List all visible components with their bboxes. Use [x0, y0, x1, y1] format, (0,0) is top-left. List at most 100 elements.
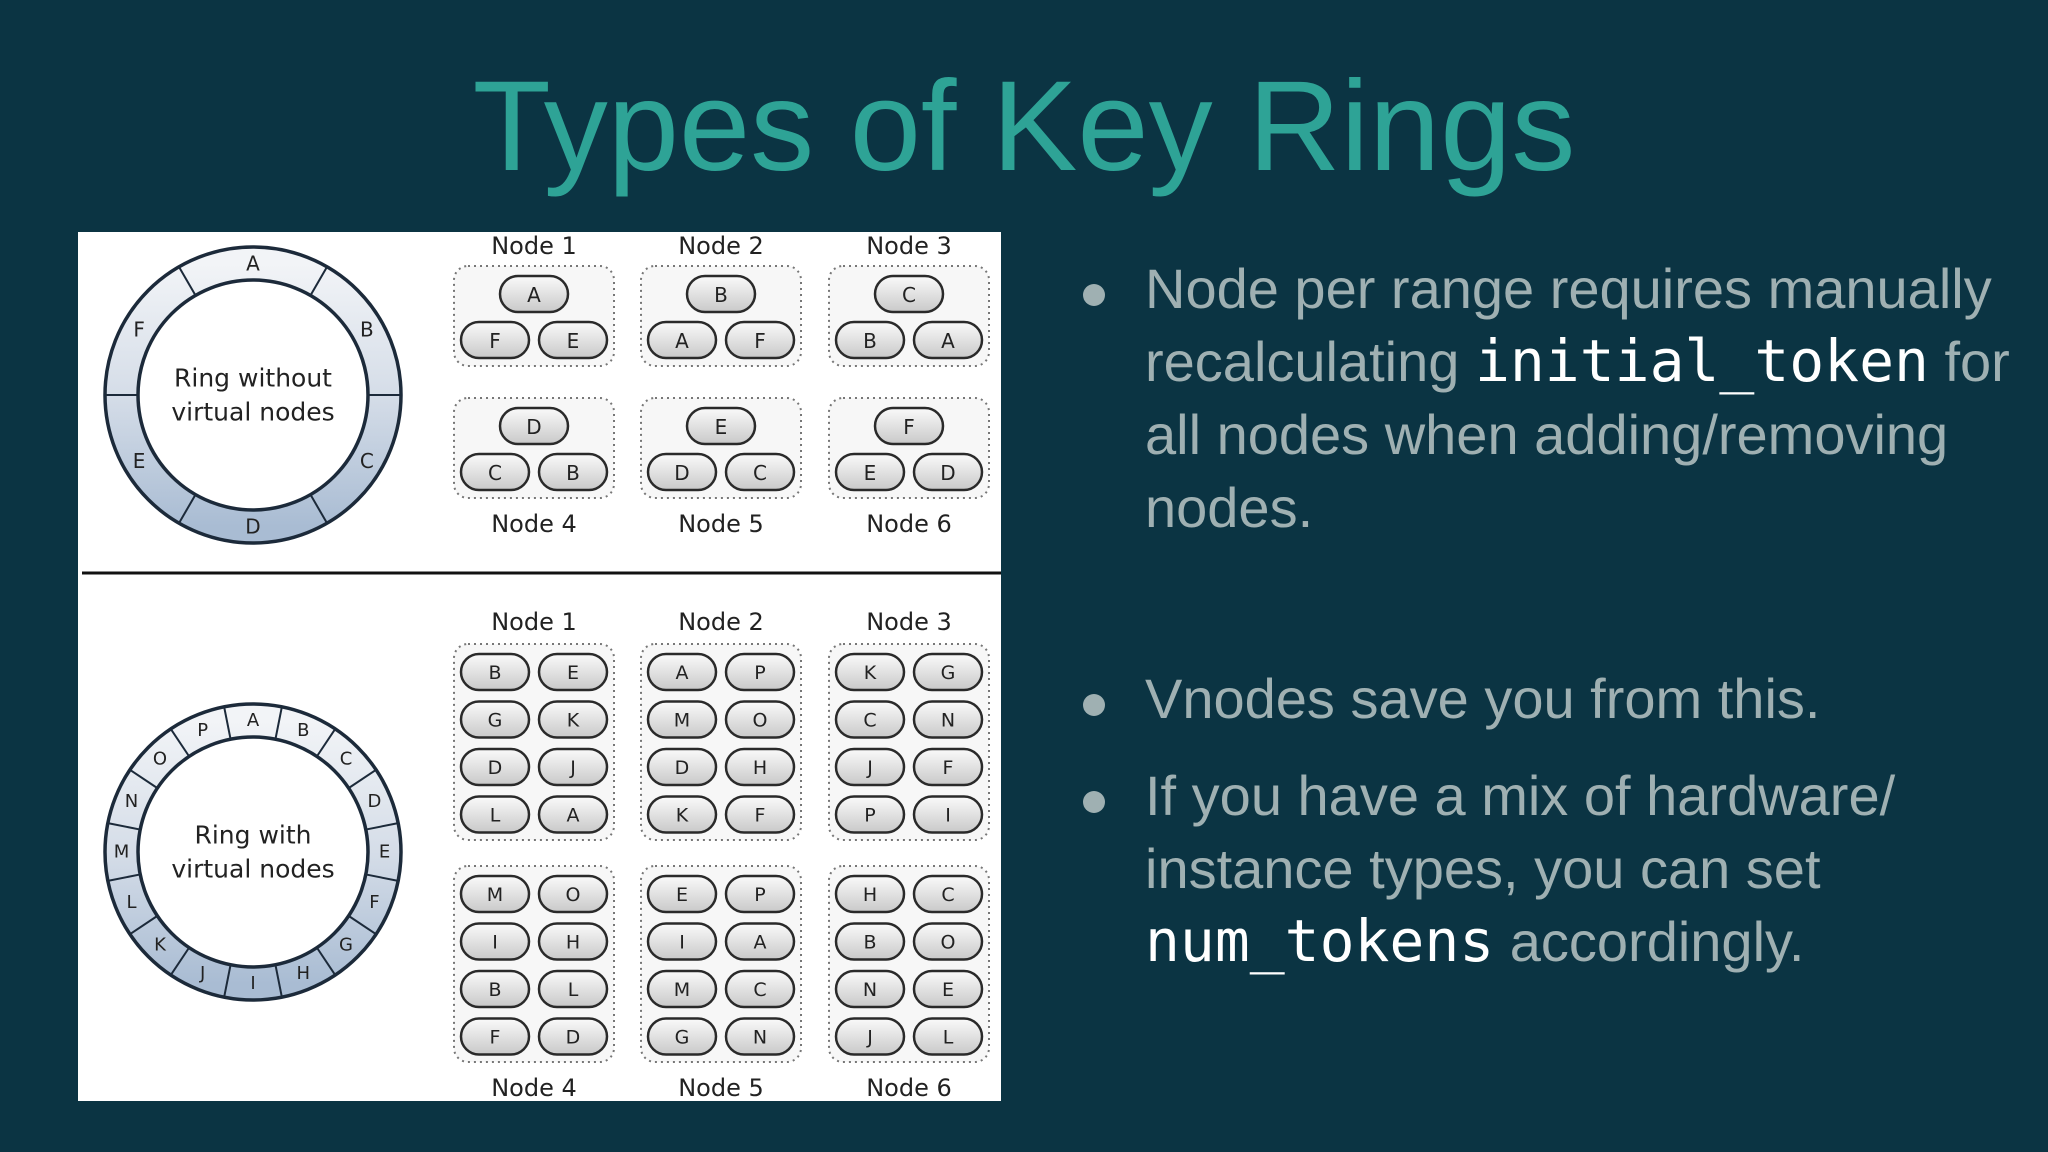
key-token-label: F: [490, 1027, 501, 1049]
key-token-label: N: [863, 979, 877, 1001]
ring-band: [105, 704, 401, 1000]
ring-segment-label: F: [133, 317, 145, 341]
key-token: [912, 652, 984, 692]
key-token: [724, 1017, 796, 1056]
key-token: [912, 700, 984, 739]
key-token-label: E: [864, 461, 877, 485]
ring-segment-label: G: [339, 934, 353, 955]
key-token-label: D: [566, 1027, 581, 1049]
bullet-item: Node per range requires manually recalcu…: [1083, 252, 2023, 544]
key-token: [724, 969, 796, 1009]
key-token-label: I: [945, 805, 951, 827]
key-token: [646, 874, 718, 914]
ring-segment-label: N: [125, 791, 138, 812]
key-token: [537, 320, 609, 360]
ring-divider: [348, 768, 377, 789]
key-token-label: A: [675, 329, 689, 353]
key-token-label: G: [941, 662, 956, 684]
ring-divider: [316, 728, 337, 757]
key-token-label: H: [753, 757, 767, 779]
node-label: Node 5: [678, 510, 764, 538]
ring-divider: [309, 266, 328, 296]
bullet-text: Node per range requires manually recalcu…: [1145, 257, 1992, 393]
key-token: [646, 969, 718, 1009]
key-token: [685, 406, 757, 446]
key-token-label: N: [753, 1027, 767, 1049]
ring-segment-label: I: [250, 973, 255, 994]
ring-inner-edge: [136, 735, 370, 969]
key-token-label: A: [527, 283, 541, 307]
ring-segment-label: H: [297, 963, 311, 984]
node-label: Node 5: [678, 1074, 764, 1101]
key-token-label: C: [488, 461, 502, 485]
key-token: [912, 874, 984, 914]
ring-divider: [365, 873, 399, 882]
key-token: [724, 795, 796, 834]
node-label: Node 1: [491, 608, 577, 636]
ring-segment-label: J: [199, 963, 205, 984]
key-token: [834, 452, 906, 492]
key-token-label: M: [674, 710, 690, 732]
key-token: [834, 874, 906, 914]
ring-segment-label: E: [133, 449, 146, 473]
ring-divider: [223, 964, 232, 998]
key-token-label: L: [568, 979, 579, 1001]
key-token: [459, 1017, 531, 1056]
key-token-label: A: [676, 662, 689, 684]
ring-divider: [274, 964, 283, 998]
ring-divider: [129, 915, 158, 936]
key-token-label: D: [940, 461, 955, 485]
key-token: [537, 1017, 609, 1056]
bullet-text: Vnodes save you from this.: [1145, 667, 1821, 730]
ring-outer-edge: [103, 702, 403, 1002]
bullet-dot-icon: [1083, 791, 1105, 813]
key-token: [724, 652, 796, 692]
key-token-label: H: [566, 932, 580, 954]
key-token-label: D: [526, 415, 541, 439]
key-token-label: D: [674, 461, 689, 485]
key-token: [912, 1017, 984, 1056]
ring-segment-label: L: [126, 892, 136, 913]
ring-segment-label: O: [153, 749, 167, 770]
ring-center-label: virtual nodes: [171, 398, 334, 427]
key-token-label: B: [488, 662, 501, 684]
key-token: [646, 452, 718, 492]
key-token: [646, 700, 718, 739]
key-token-label: E: [567, 662, 579, 684]
key-token-label: N: [941, 710, 955, 732]
key-token-label: D: [488, 757, 503, 779]
key-token-label: F: [754, 329, 766, 353]
key-token: [459, 320, 531, 360]
ring-divider: [107, 873, 141, 882]
key-token: [537, 652, 609, 692]
ring-segment-label: B: [297, 720, 309, 741]
key-token-label: C: [753, 979, 766, 1001]
key-token: [834, 700, 906, 739]
key-token-label: I: [492, 932, 498, 954]
key-token-label: G: [488, 710, 503, 732]
key-token-label: F: [489, 329, 501, 353]
key-token-label: B: [566, 461, 580, 485]
key-token: [834, 922, 906, 961]
key-token-label: E: [942, 979, 954, 1001]
key-token: [724, 700, 796, 739]
key-token: [459, 652, 531, 692]
key-token-label: P: [864, 805, 875, 827]
key-token: [646, 1017, 718, 1056]
node-label: Node 3: [866, 232, 952, 260]
key-token: [646, 747, 718, 787]
key-token-label: O: [753, 710, 768, 732]
ring-segment-label: A: [246, 252, 260, 276]
key-token: [724, 320, 796, 360]
node-box: [453, 865, 615, 1063]
key-token: [646, 652, 718, 692]
key-token-label: C: [941, 884, 954, 906]
